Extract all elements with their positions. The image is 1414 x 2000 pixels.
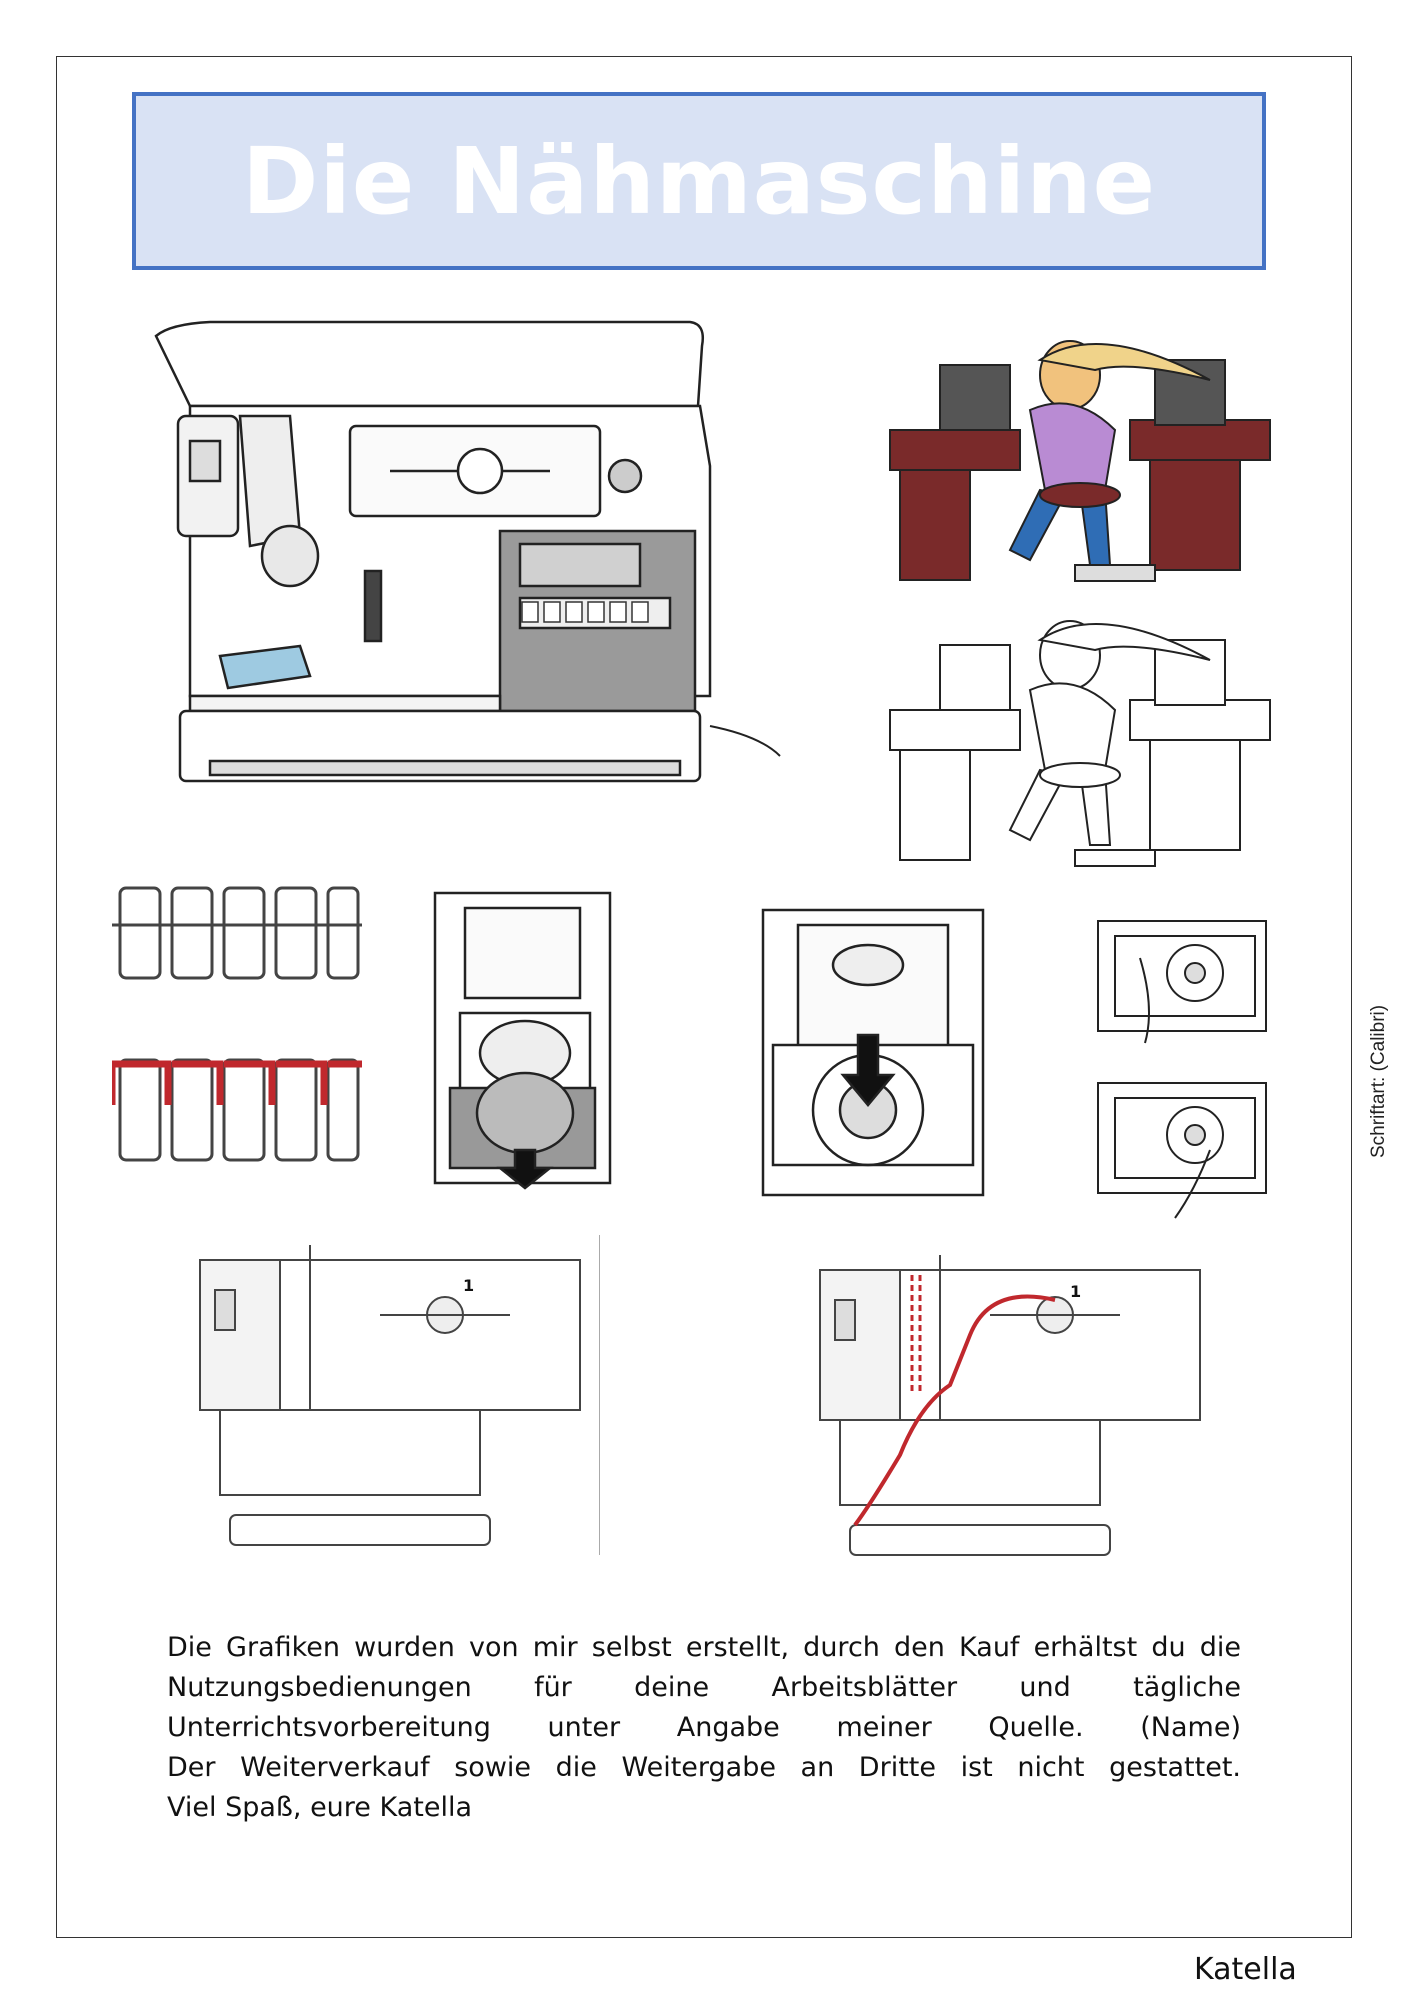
credits-paragraph: Die Grafiken wurden von mir selbst erste… — [167, 1628, 1241, 1828]
spool-label-right: 1 — [1070, 1282, 1081, 1301]
bobbin-thread-step-1-drawing — [1097, 920, 1267, 1044]
title-banner: Die Nähmaschine — [132, 92, 1266, 270]
bobbin-thread-step-2-drawing — [1097, 1082, 1267, 1219]
bobbin-insert-drawing — [433, 891, 612, 1190]
cartoon-outline-drawing — [889, 620, 1271, 867]
page-frame — [56, 56, 1352, 1938]
spool-label-left: 1 — [463, 1276, 474, 1295]
chain-stitch-red — [112, 1050, 362, 1170]
author-name: Katella — [1194, 1952, 1297, 1987]
bobbin-case-illustration — [758, 905, 988, 1205]
credits-line: Viel Spaß, eure Katella — [167, 1792, 473, 1823]
bobbin-case-drawing — [761, 908, 985, 1197]
sewing-machine-drawing — [154, 320, 781, 783]
bobbin-thread-step-1 — [1095, 918, 1270, 1048]
page-title: Die Nähmaschine — [241, 127, 1157, 235]
credits-line: Der Weiterverkauf sowie die Weitergabe a… — [167, 1752, 1241, 1783]
threading-illustration-red: 1 — [800, 1245, 1220, 1565]
cartoon-color-drawing — [889, 340, 1271, 582]
threading-red-drawing: 1 — [819, 1255, 1201, 1556]
sewing-machine-illustration — [150, 316, 790, 816]
threading-illustration-plain: 1 — [180, 1235, 600, 1555]
bobbin-thread-step-2 — [1095, 1080, 1270, 1220]
chain-outline-drawing — [112, 886, 362, 980]
credits-line: Nutzungsbedienungen für deine Arbeitsblä… — [167, 1672, 1241, 1703]
credits-line: Unterrichtsvorbereitung unter Angabe mei… — [167, 1712, 1241, 1743]
chain-red-drawing — [112, 1058, 362, 1162]
credits-line: Die Grafiken wurden von mir selbst erste… — [167, 1632, 1241, 1663]
cartoon-sewing-outline — [880, 600, 1280, 880]
cartoon-sewing-color — [880, 320, 1280, 590]
bobbin-insert-illustration — [405, 888, 640, 1208]
font-note: Schriftart: (Calibri) — [1368, 1004, 1389, 1158]
chain-stitch-outline — [112, 880, 362, 990]
threading-plain-drawing: 1 — [199, 1235, 600, 1555]
